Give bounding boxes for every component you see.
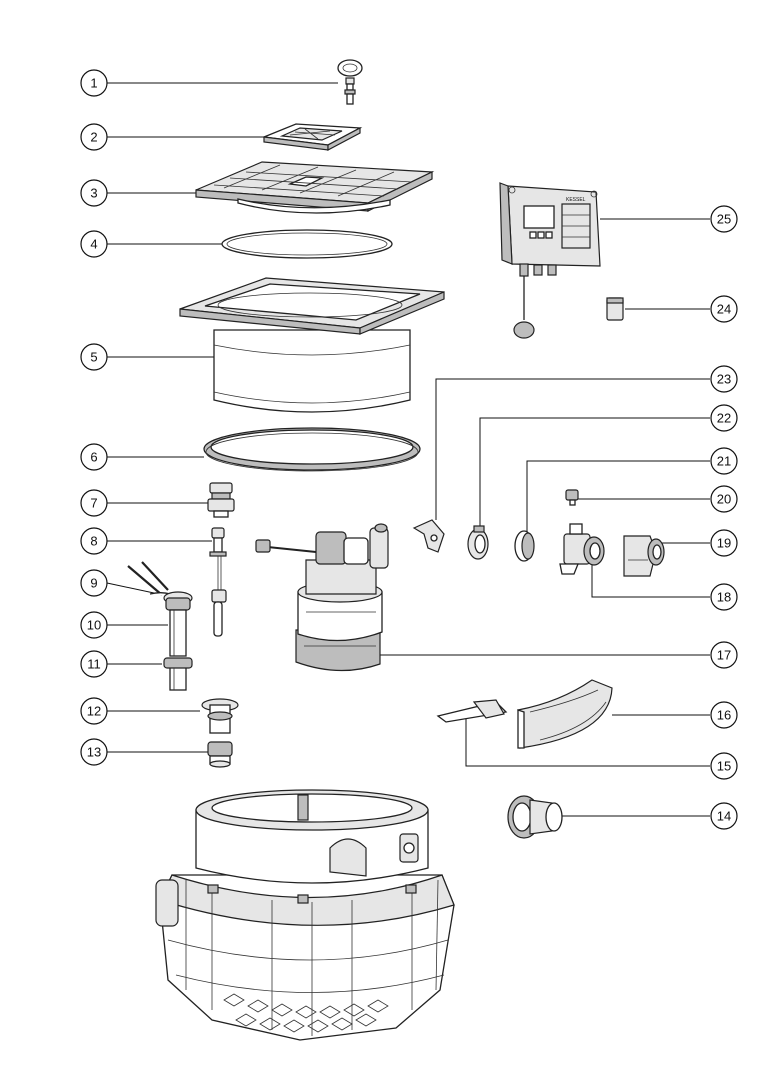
svg-text:17: 17 bbox=[717, 648, 731, 663]
leader-lines bbox=[106, 82, 710, 817]
part-18-check-valve bbox=[559, 523, 605, 575]
part-17-pump-unit bbox=[255, 523, 389, 672]
svg-text:14: 14 bbox=[717, 809, 731, 824]
control-unit-brand: KESSEL bbox=[566, 197, 586, 203]
part-10-dip-tube bbox=[163, 591, 193, 657]
svg-text:22: 22 bbox=[717, 411, 731, 426]
svg-text:11: 11 bbox=[87, 657, 101, 672]
part-22-ring-seal bbox=[467, 525, 489, 560]
callout-16: 16 bbox=[710, 701, 738, 729]
callout-7: 7 bbox=[80, 489, 108, 517]
svg-text:9: 9 bbox=[90, 576, 97, 591]
part-7-connector-fittings bbox=[207, 482, 235, 518]
svg-text:20: 20 bbox=[717, 492, 731, 507]
part-2-small-grate bbox=[261, 123, 363, 151]
svg-text:13: 13 bbox=[87, 745, 101, 760]
svg-text:23: 23 bbox=[717, 372, 731, 387]
part-14-pipe-socket bbox=[507, 795, 563, 839]
callout-20: 20 bbox=[710, 485, 738, 513]
callout-5: 5 bbox=[80, 343, 108, 371]
callout-13: 13 bbox=[80, 738, 108, 766]
svg-text:12: 12 bbox=[87, 704, 101, 719]
base-collection-tank bbox=[155, 789, 455, 1041]
part-4-seal-ring bbox=[221, 229, 393, 259]
part-12-adapter-flange bbox=[201, 698, 239, 734]
part-11-tube-clamp bbox=[163, 657, 193, 691]
part-24-battery-pack bbox=[606, 297, 624, 321]
part-25-control-unit: KESSEL bbox=[499, 182, 601, 339]
part-19-shutoff-body bbox=[623, 535, 665, 577]
svg-text:4: 4 bbox=[90, 237, 97, 252]
svg-text:25: 25 bbox=[717, 212, 731, 227]
svg-text:19: 19 bbox=[717, 536, 731, 551]
part-1-lifting-eye bbox=[337, 59, 363, 105]
part-15-bracket bbox=[436, 699, 508, 723]
callout-2: 2 bbox=[80, 123, 108, 151]
callout-17: 17 bbox=[710, 641, 738, 669]
callout-3: 3 bbox=[80, 179, 108, 207]
callout-9: 9 bbox=[80, 569, 108, 597]
svg-text:2: 2 bbox=[90, 130, 97, 145]
svg-text:16: 16 bbox=[717, 708, 731, 723]
svg-text:18: 18 bbox=[717, 590, 731, 605]
svg-text:1: 1 bbox=[90, 76, 97, 91]
callout-12: 12 bbox=[80, 697, 108, 725]
svg-text:6: 6 bbox=[90, 450, 97, 465]
svg-text:7: 7 bbox=[90, 496, 97, 511]
part-8-sensor-probe bbox=[209, 527, 227, 637]
part-16-float-guide bbox=[517, 679, 613, 749]
callout-22: 22 bbox=[710, 404, 738, 432]
callout-10: 10 bbox=[80, 611, 108, 639]
callout-25: 25 bbox=[710, 205, 738, 233]
part-5-telescopic-frame bbox=[179, 277, 445, 413]
callout-19: 19 bbox=[710, 529, 738, 557]
callout-1: 1 bbox=[80, 69, 108, 97]
callout-15: 15 bbox=[710, 752, 738, 780]
callout-14: 14 bbox=[710, 802, 738, 830]
callout-6: 6 bbox=[80, 443, 108, 471]
callout-11: 11 bbox=[80, 650, 108, 678]
callout-23: 23 bbox=[710, 365, 738, 393]
callouts: 1 2 3 4 5 6 7 8 9 10 11 12 13 14 15 16 1… bbox=[80, 69, 738, 830]
svg-text:5: 5 bbox=[90, 350, 97, 365]
part-3-grate-cover bbox=[195, 161, 435, 214]
callout-4: 4 bbox=[80, 230, 108, 258]
callout-18: 18 bbox=[710, 583, 738, 611]
svg-text:3: 3 bbox=[90, 186, 97, 201]
callout-8: 8 bbox=[80, 527, 108, 555]
svg-text:21: 21 bbox=[717, 454, 731, 469]
callout-24: 24 bbox=[710, 295, 738, 323]
svg-text:15: 15 bbox=[717, 759, 731, 774]
part-6-profile-seal bbox=[203, 427, 421, 472]
part-13-coupling bbox=[207, 741, 233, 768]
part-20-clip bbox=[565, 489, 579, 506]
callout-21: 21 bbox=[710, 447, 738, 475]
svg-text:24: 24 bbox=[717, 302, 731, 317]
part-21-flap-disk bbox=[514, 530, 535, 562]
svg-text:10: 10 bbox=[87, 618, 101, 633]
svg-text:8: 8 bbox=[90, 534, 97, 549]
part-23-lever-arm bbox=[412, 519, 445, 553]
